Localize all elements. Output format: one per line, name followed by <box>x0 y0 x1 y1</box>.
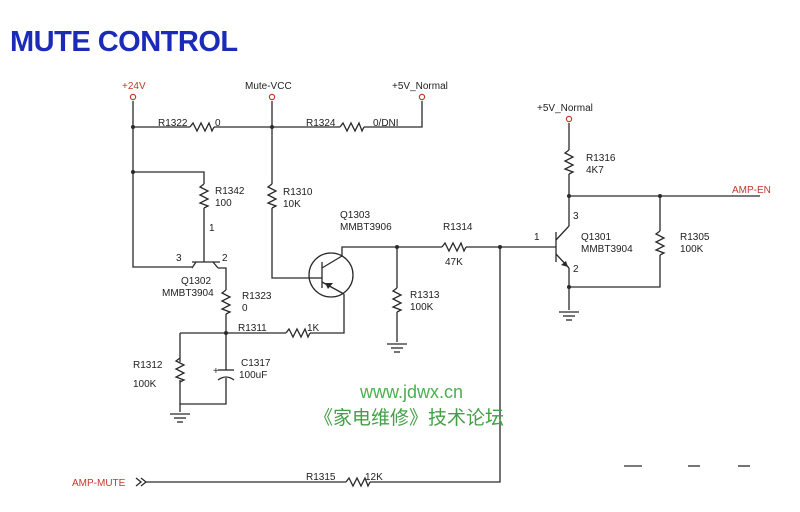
r1342-value: 100 <box>215 198 232 209</box>
r1315-ref: R1315 <box>306 472 336 483</box>
watermark-text: 《家电维修》技术论坛 <box>314 407 504 429</box>
rail-mute-vcc: Mute-VCC <box>245 81 292 101</box>
r1310-ref: R1310 <box>283 187 313 198</box>
q1302-pin-b: 2 <box>222 253 228 264</box>
q1301-part: MMBT3904 <box>581 244 633 255</box>
r1324-value: 0/DNI <box>373 118 399 129</box>
right-wires <box>567 123 760 310</box>
page-title: MUTE CONTROL <box>10 26 238 58</box>
ground-right <box>558 311 580 321</box>
resistor-r1310: R1310 10K <box>267 183 313 210</box>
r1312-ref: R1312 <box>133 360 163 371</box>
net-amp-mute-label: AMP-MUTE <box>72 478 126 489</box>
q1302-pin-e: 3 <box>176 253 182 264</box>
watermark: www.jdwx.cn 《家电维修》技术论坛 <box>314 382 504 429</box>
r1342-ref: R1342 <box>215 186 245 197</box>
r1305-ref: R1305 <box>680 232 710 243</box>
rail-24v: +24V <box>122 81 146 101</box>
transistor-q1303: Q1303 MMBT3906 <box>308 210 397 298</box>
r1305-value: 100K <box>680 244 704 255</box>
r1314-value: 47K <box>445 257 463 268</box>
r1310-value: 10K <box>283 199 301 210</box>
q1301-pin-e: 2 <box>573 264 579 275</box>
r1314-ref: R1314 <box>443 222 473 233</box>
r1314-wires <box>370 245 556 483</box>
rail-5v-normal-a-label: +5V_Normal <box>392 81 448 92</box>
r1310-wire <box>271 127 310 279</box>
resistor-r1342: R1342 100 <box>199 183 245 209</box>
net-amp-en-label: AMP-EN <box>732 185 771 196</box>
q1303-part: MMBT3906 <box>340 222 392 233</box>
r1313-value: 100K <box>410 302 434 313</box>
rail-5v-normal-b: +5V_Normal <box>537 103 593 123</box>
r1311-value: 1K <box>307 323 320 334</box>
resistor-r1305: R1305 100K <box>655 230 710 256</box>
q1301-pin-c: 3 <box>573 211 579 222</box>
q1301-pin-b: 1 <box>534 232 540 243</box>
r1322-ref: R1322 <box>158 118 188 129</box>
c1317-ref: C1317 <box>241 358 271 369</box>
r1322-value: 0 <box>215 118 221 129</box>
ground-mid <box>386 343 408 353</box>
mid-wires <box>179 294 345 405</box>
watermark-url: www.jdwx.cn <box>359 382 463 402</box>
resistor-r1322: R1322 0 <box>158 118 221 132</box>
q1302-ref: Q1302 <box>181 276 211 287</box>
resistor-r1313: R1313 100K <box>392 287 440 313</box>
r1313-ref: R1313 <box>410 290 440 301</box>
q1302-pin-c: 1 <box>209 223 215 234</box>
ground-left <box>169 404 191 423</box>
r1311-ref: R1311 <box>238 323 267 334</box>
resistor-r1324: R1324 0/DNI <box>306 118 399 132</box>
r1312-value: 100K <box>133 379 157 390</box>
resistor-r1314: R1314 47K <box>441 222 473 268</box>
c1317-value: 100uF <box>239 370 267 381</box>
r1315-value: 12K <box>365 472 383 483</box>
q1303-ref: Q1303 <box>340 210 370 221</box>
q1301-ref: Q1301 <box>581 232 611 243</box>
c1317-plus: + <box>213 366 219 377</box>
transistor-q1301: 1 3 2 Q1301 MMBT3904 <box>534 211 633 275</box>
q1302-part: MMBT3904 <box>162 288 214 299</box>
r1324-ref: R1324 <box>306 118 336 129</box>
resistor-r1312: R1312 100K <box>133 357 185 390</box>
rail-24v-label: +24V <box>122 81 146 92</box>
rail-5v-normal-b-label: +5V_Normal <box>537 103 593 114</box>
left-wires <box>131 127 205 268</box>
resistor-r1323: R1323 0 <box>221 289 272 315</box>
resistor-r1315: R1315 12K <box>306 472 383 487</box>
r1323-ref: R1323 <box>242 291 272 302</box>
resistor-r1316: R1316 4K7 <box>564 149 616 176</box>
capacitor-c1317: + C1317 100uF <box>213 358 271 392</box>
rail-5v-normal-a: +5V_Normal <box>392 81 448 101</box>
net-amp-en: AMP-EN <box>732 185 771 196</box>
r1316-ref: R1316 <box>586 153 616 164</box>
transistor-q1302: 1 2 3 Q1302 MMBT3904 <box>162 223 228 299</box>
r1323-value: 0 <box>242 303 248 314</box>
net-amp-mute: AMP-MUTE <box>72 477 346 489</box>
resistor-r1311: R1311 1K <box>238 323 320 338</box>
rail-mute-vcc-label: Mute-VCC <box>245 81 292 92</box>
r1316-value: 4K7 <box>586 165 604 176</box>
